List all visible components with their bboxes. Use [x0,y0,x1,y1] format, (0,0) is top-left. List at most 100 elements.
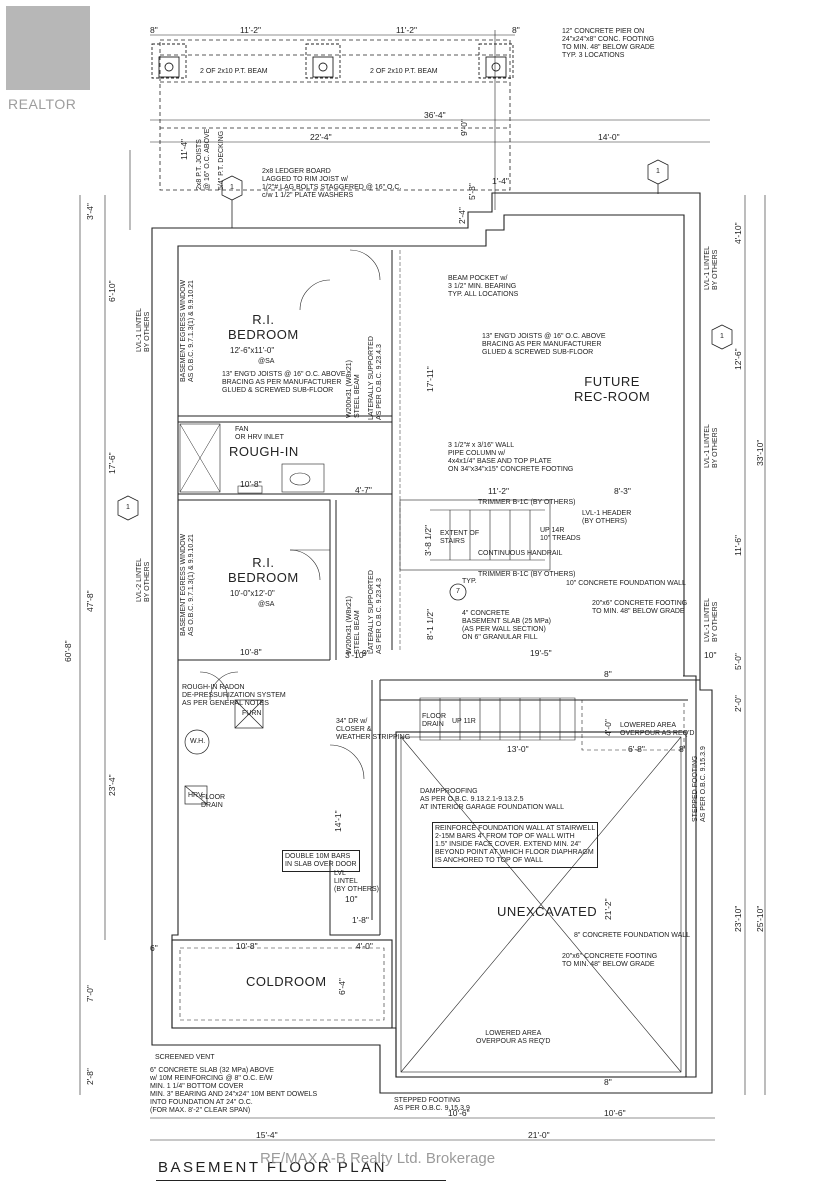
coldroom-label: COLDROOM [246,974,327,989]
dim-33-10: 33'-10" [755,439,765,466]
note-lintel-right-3: LVL-1 LINTEL BY OTHERS [704,598,720,642]
note-footing-20x6: 20"x6" CONCRETE FOOTING TO MIN. 48" BELO… [592,600,688,616]
concrete-piers [151,43,514,79]
dim-2-4: 2'-4" [457,207,467,224]
note-lintel-right-1: LVL-1 LINTEL BY OTHERS [704,246,720,290]
note-lintel-left-2: LVL-2 LINTEL BY OTHERS [136,558,152,602]
note-lintel-right-2: LVL-1 LINTEL BY OTHERS [704,424,720,468]
note-trimmer-bottom: TRIMMER B-1C (BY OTHERS) [478,571,576,578]
bedroom-1-label: R.I. BEDROOM [228,312,299,342]
realtor-logo: REALTOR [4,4,98,116]
stair-detail-marker: 7 [456,588,460,595]
dim-17-11: 17'-11" [425,366,435,392]
dim-47-8: 47'-8" [85,590,95,612]
dim-21-2: 21'-2" [603,898,613,920]
dim-11-6: 11'-6" [733,534,743,556]
brokerage-watermark: RE/MAX A-B Realty Ltd. Brokerage [260,1150,496,1167]
note-stepped-footing-bottom: STEPPED FOOTING AS PER O.B.C. 9.15.3.9 [394,1097,470,1113]
section-marker-1b: 1 [656,168,660,175]
dim-1-4: 1'-4" [492,176,509,186]
dim-10-8b: 10'-8" [240,647,262,657]
mechanical-equipment [184,699,264,805]
rec-room-label: FUTURE REC-ROOM [574,374,651,404]
dim-60-8: 60'-8" [63,640,73,662]
dim-8-1: 8'-1 1/2" [425,608,435,640]
foundation-walls [151,192,713,1094]
furnace-label: FURN [242,710,262,717]
dim-9-0: 9'-0" [459,119,469,136]
note-pipe-column: 3 1/2"# x 3/16" WALL PIPE COLUMN w/ 4x4x… [448,442,574,474]
dim-top-8b: 8" [512,25,520,35]
note-steel-beam-2: W200x31 (W8x21) STEEL BEAM [346,596,362,654]
dim-2-0: 2'-0" [733,695,743,712]
note-lvl-header: LVL-1 HEADER (BY OTHERS) [582,510,632,526]
dim-overall-36-4: 36'-4" [424,110,446,120]
dim-8-r: 8" [679,744,687,754]
dim-14-1: 14'-1" [333,810,343,832]
bedroom-1-size: 12'-6"x11'-0" [230,346,275,355]
section-marker-1a: 1 [230,184,234,191]
note-laterally-1: LATERALLY SUPPORTED AS PER O.B.C. 9.23.4… [368,336,384,420]
plan-title: BASEMENT FLOOR PLAN [158,1159,387,1176]
section-marker-1d: 1 [720,333,724,340]
note-stepped-footing-right: STEPPED FOOTING AS PER O.B.C. 9.15.3.9 [692,746,708,822]
dim-23-10: 23'-10" [733,905,743,932]
dim-14-0: 14'-0" [598,132,620,142]
dim-8-3: 8'-3" [614,486,631,496]
plan-title-underline [156,1180,446,1181]
dim-4-0: 4'-0" [356,941,373,951]
dim-10-r: 10" [704,650,717,660]
realtor-wordmark: REALTOR [8,96,77,112]
dim-21-0: 21'-0" [528,1130,550,1140]
dim-19-5: 19'-5" [530,648,552,658]
note-foundation-wall-10: 10" CONCRETE FOUNDATION WALL [566,580,686,587]
note-engd-joists-right: 13" ENG'D JOISTS @ 16" O.C. ABOVE BRACIN… [482,333,606,357]
dim-5-8: 5'-8" [467,183,477,200]
dim-12-6: 12'-6" [733,348,743,370]
note-egress-window-1: BASEMENT EGRESS WINDOW AS O.B.C. 9.7.1.3… [180,279,196,382]
dim-6b: 6" [150,943,158,953]
dim-6-10: 6'-10" [107,280,117,302]
dim-11-4: 11'-4" [179,138,189,160]
interior-walls [178,250,401,936]
note-beam-right: 2 OF 2x10 P.T. BEAM [370,68,438,75]
dim-10-6a: 10'-6" [448,1108,470,1118]
dim-23-4: 23'-4" [107,774,117,796]
note-extent-stairs: EXTENT OF STAIRS [440,530,480,546]
section-markers [117,159,733,601]
note-fan: FAN OR HRV INLET [235,426,284,442]
note-engd-joists-left: 13" ENG'D JOISTS @ 16" O.C. ABOVE BRACIN… [222,371,346,395]
dim-10-6b: 10'-6" [604,1108,626,1118]
dim-4-0r: 4'-0" [603,719,613,736]
note-decking: 5/4" P.T. DECKING [218,130,225,190]
note-handrail: CONTINUOUS HANDRAIL [478,550,563,557]
note-screened-vent: SCREENED VENT [155,1054,215,1061]
dim-10-8c: 10'-8" [236,941,258,951]
note-footing-20x6-b: 20"x6" CONCRETE FOOTING TO MIN. 48" BELO… [562,953,658,969]
note-door-34: 34" DR w/ CLOSER & WEATHER STRIPPING [336,718,411,742]
note-slab: 4" CONCRETE BASEMENT SLAB (25 MPa) (AS P… [462,610,551,642]
note-joists: 2x8 P.T. JOISTS @ 16" O.C. ABOVE [196,128,212,190]
dim-top-11-2b: 11'-2" [396,25,418,35]
dim-10-8a: 10'-8" [240,479,262,489]
bedroom-1-sa: @SA [258,358,275,365]
note-pier: 12" CONCRETE PIER ON 24"x24"x8" CONC. FO… [562,28,655,60]
bedroom-2-sa: @SA [258,601,275,608]
dim-15-4: 15'-4" [256,1130,278,1140]
note-floor-drain-1: FLOOR DRAIN [422,713,447,729]
bedroom-2-size: 10'-0"x12'-0" [230,589,275,598]
dim-top-8a: 8" [150,25,158,35]
dim-9: 9" [362,648,370,658]
note-floor-drain-2: FLOOR DRAIN [201,794,226,810]
dim-8c: 8" [604,669,612,679]
note-foundation-wall-8: 8" CONCRETE FOUNDATION WALL [574,932,691,939]
dim-4-7: 4'-7" [355,485,372,495]
dim-22-4: 22'-4" [310,132,332,142]
note-egress-window-2: BASEMENT EGRESS WINDOW AS O.B.C. 9.7.1.3… [180,533,196,636]
dim-2-8: 2'-8" [85,1068,95,1085]
note-radon: ROUGH-IN RADON DE-PRESSURIZATION SYSTEM … [182,684,286,708]
note-beam-left: 2 OF 2x10 P.T. BEAM [200,68,268,75]
dim-7-0: 7'-0" [85,985,95,1002]
dim-4-10: 4'-10" [733,222,743,244]
dim-6-4: 6'-4" [337,978,347,995]
